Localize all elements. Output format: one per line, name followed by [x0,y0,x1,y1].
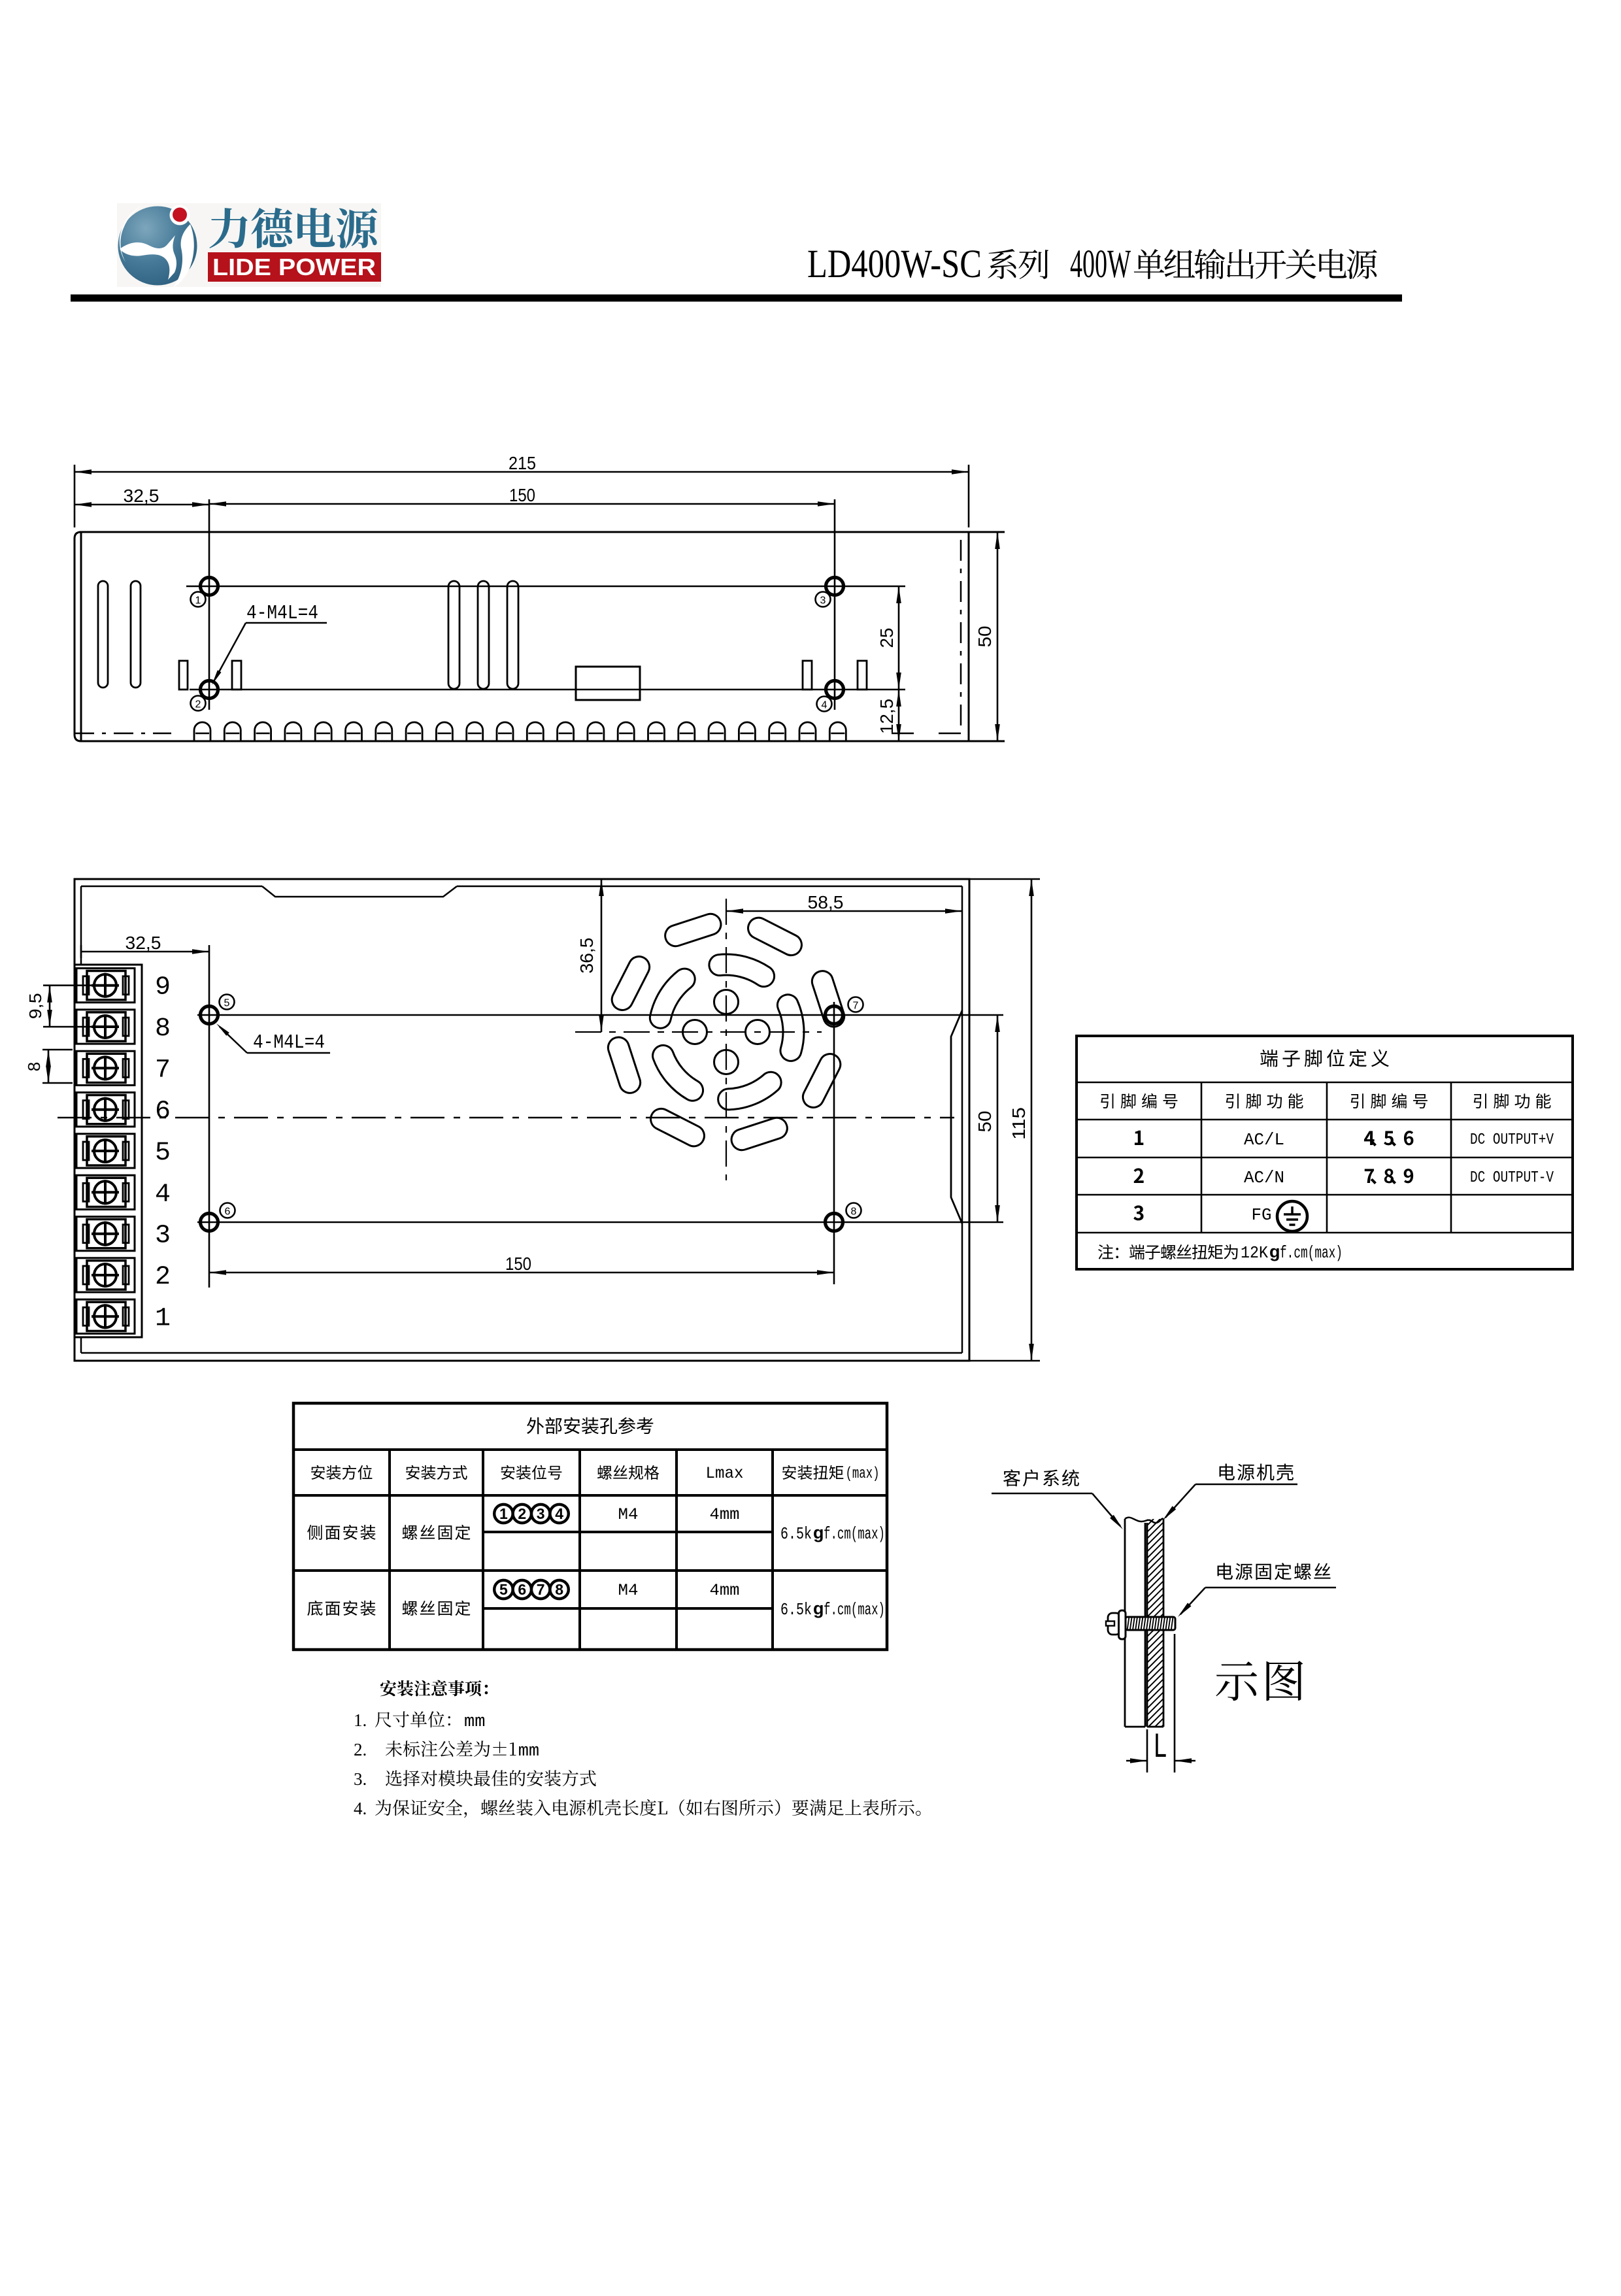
svg-text:400W: 400W [1070,242,1131,286]
svg-text:3: 3 [155,1222,171,1251]
svg-text:g: g [813,1523,824,1542]
svg-text:1: 1 [499,1505,508,1522]
svg-text:4mm: 4mm [710,1581,740,1600]
svg-text:58,5: 58,5 [808,892,844,912]
svg-text:8: 8 [24,1062,44,1071]
svg-text:6.5k: 6.5k [780,1600,812,1620]
svg-text:f.cm(max): f.cm(max) [824,1600,885,1620]
svg-text:2.: 2. [354,1740,367,1759]
svg-text:7: 7 [537,1581,545,1598]
svg-text:4-M4L=4: 4-M4L=4 [246,602,318,625]
svg-text:50: 50 [975,1111,995,1133]
svg-text:L: L [1153,1728,1167,1768]
svg-text:4: 4 [555,1505,563,1522]
svg-text:LD400W-SC: LD400W-SC [807,242,982,286]
svg-text:12K: 12K [1241,1243,1268,1263]
svg-text:5: 5 [155,1139,171,1168]
svg-text:1: 1 [155,1304,171,1333]
svg-text:1: 1 [195,595,201,607]
svg-text:3.: 3. [354,1769,367,1789]
svg-text:150: 150 [505,1254,531,1274]
svg-text:4mm: 4mm [710,1505,740,1524]
svg-text:6: 6 [518,1581,526,1598]
svg-text:115: 115 [1009,1107,1029,1140]
svg-text:8: 8 [155,1014,171,1044]
svg-text:32,5: 32,5 [125,933,161,953]
svg-text:5: 5 [499,1581,508,1598]
svg-text:Lmax: Lmax [706,1464,744,1483]
svg-text:(max): (max) [846,1465,880,1483]
svg-text:7: 7 [155,1056,171,1085]
svg-text:3: 3 [820,595,826,607]
svg-text:DC OUTPUT+V: DC OUTPUT+V [1470,1131,1554,1149]
svg-text:8: 8 [851,1206,857,1218]
svg-text:AC/N: AC/N [1244,1168,1284,1188]
svg-text:215: 215 [509,453,536,473]
svg-text:4: 4 [155,1180,171,1209]
svg-text:9,5: 9,5 [25,993,45,1019]
svg-text:mm: mm [518,1742,539,1761]
svg-text:3: 3 [537,1505,545,1522]
svg-text:6: 6 [155,1097,171,1127]
svg-text:4.: 4. [354,1799,367,1818]
svg-text:2: 2 [195,699,201,710]
svg-text:M4: M4 [618,1505,639,1524]
svg-text:DC OUTPUT-V: DC OUTPUT-V [1470,1169,1554,1187]
svg-text:36,5: 36,5 [577,938,597,974]
svg-text:9: 9 [155,973,171,1003]
svg-text:6: 6 [225,1206,231,1218]
svg-text:mm: mm [464,1712,485,1732]
svg-text:2: 2 [518,1505,526,1522]
svg-text:M4: M4 [618,1581,639,1600]
svg-text:7: 7 [853,1001,859,1012]
svg-text:g: g [813,1599,824,1618]
svg-text:25: 25 [877,628,897,648]
svg-text:32,5: 32,5 [124,486,159,506]
svg-text:AC/L: AC/L [1244,1130,1284,1150]
svg-text:1.: 1. [354,1710,367,1730]
svg-text:4: 4 [822,700,827,711]
svg-text:LIDE POWER: LIDE POWER [212,254,376,280]
svg-text:12,5: 12,5 [877,699,897,734]
svg-text:4-M4L=4: 4-M4L=4 [253,1031,325,1054]
svg-text:50: 50 [975,626,995,648]
svg-text:2: 2 [155,1263,171,1292]
svg-text:5: 5 [224,998,230,1009]
svg-text:g: g [1269,1242,1280,1261]
svg-text:8: 8 [555,1581,563,1598]
svg-text:f.cm(max): f.cm(max) [1280,1243,1343,1263]
svg-text:6.5k: 6.5k [780,1524,812,1544]
svg-text:FG: FG [1252,1205,1272,1225]
svg-text:f.cm(max): f.cm(max) [824,1524,885,1544]
svg-text:150: 150 [509,485,535,505]
